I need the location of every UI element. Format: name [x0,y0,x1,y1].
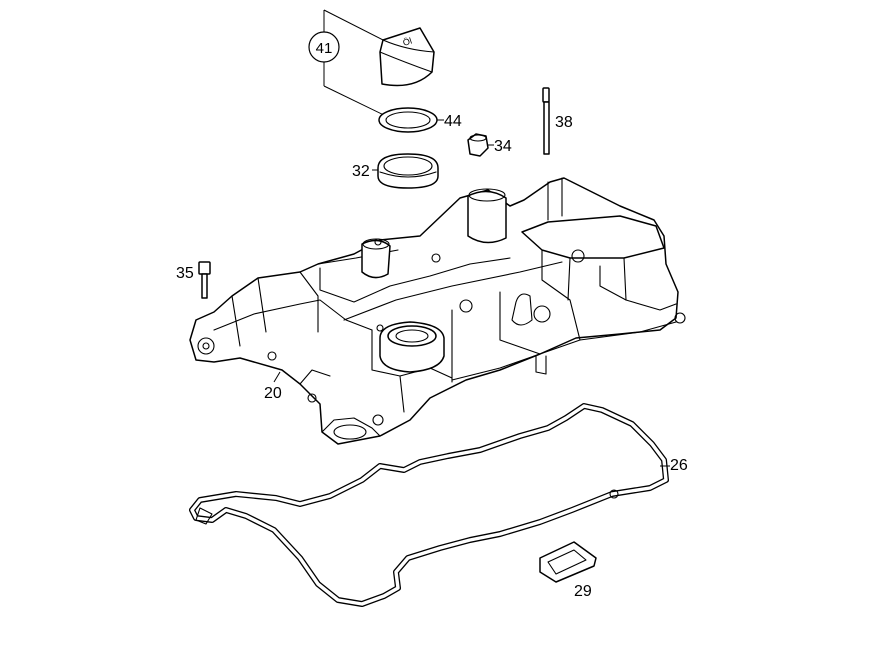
cylinder-head-cover-20 [189,177,686,445]
cover-gasket-26 [189,403,669,607]
callout-44: 44 [444,113,462,130]
callout-41: 41 [316,40,333,57]
seal-ring-44 [378,107,438,133]
callout-20: 20 [264,385,282,402]
cap-marking-text: Öl [402,36,414,48]
oil-filler-cap: Öl [379,27,435,87]
nut-34 [467,133,489,157]
callout-38: 38 [555,114,573,131]
callout-26: 26 [670,457,688,474]
cap-group-bracket [323,9,391,119]
callout-34: 34 [494,138,512,155]
bolt-35 [198,261,211,299]
callout-35: 35 [176,265,194,282]
gasket-ring-32 [377,153,439,189]
seal-gasket-29 [539,541,597,583]
bolt-38 [542,87,550,155]
callout-circle-41 [308,31,340,63]
callout-32: 32 [352,163,370,180]
callout-29: 29 [574,583,592,600]
